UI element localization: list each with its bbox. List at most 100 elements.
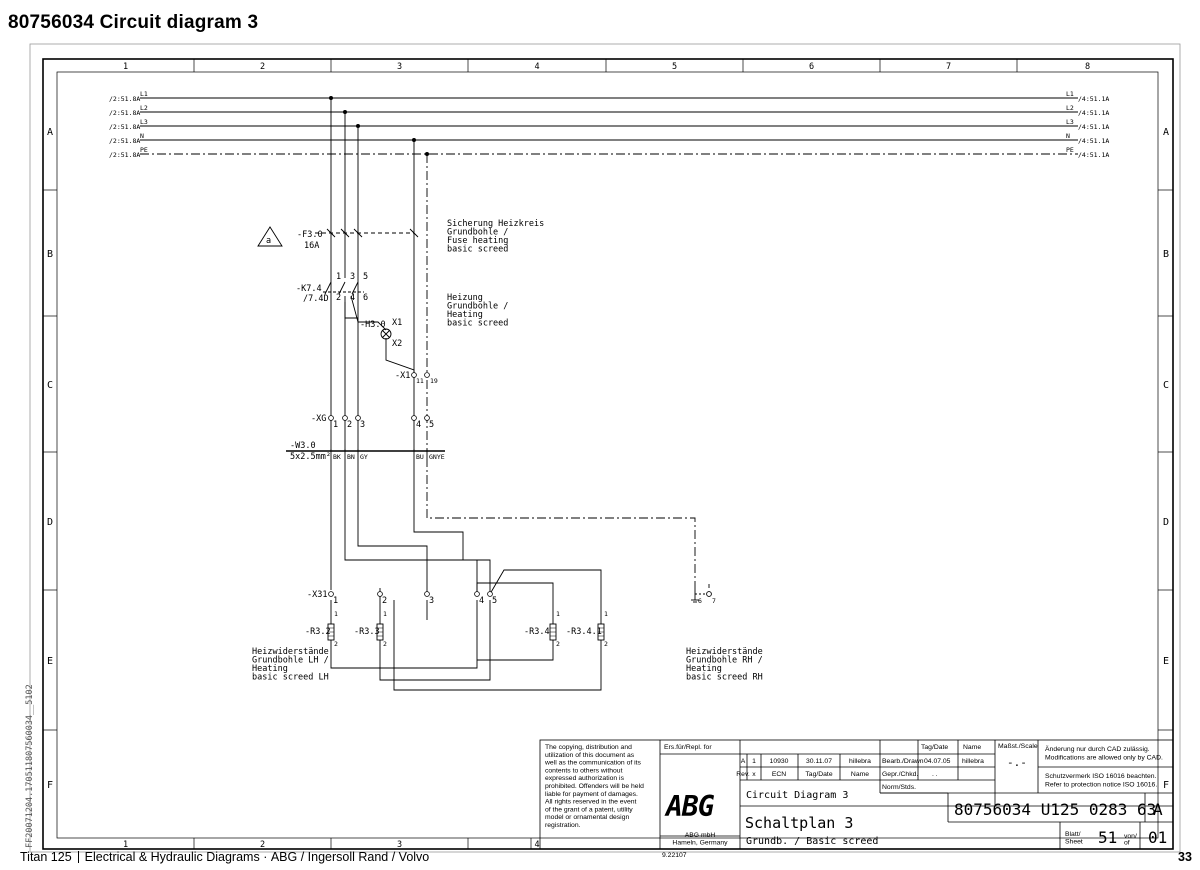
bus-left-label: L1 — [140, 90, 148, 98]
resistor-r34-tag: -R3.4 — [524, 627, 550, 637]
contactor-contacts — [324, 281, 359, 295]
drawing-revision: A — [1153, 800, 1163, 819]
row-marker-right: B — [1163, 249, 1169, 260]
wiring — [315, 98, 696, 691]
copyright-line: prohibited. Offenders will be held — [545, 783, 644, 790]
wire-gy — [357, 458, 428, 594]
scale-label: Maßst./Scale — [998, 743, 1038, 750]
resistor-hatching — [328, 627, 604, 637]
terminal-x31-icons — [328, 591, 493, 597]
terminal-x1-icons — [411, 372, 430, 378]
sheet-label-line: Sheet — [1065, 839, 1083, 846]
resistor-r34-t1: 1 — [556, 610, 560, 618]
column-marker-top: 7 — [946, 62, 951, 72]
row-marker-right: F — [1163, 780, 1169, 791]
wire-r34-return — [477, 640, 554, 661]
title-english: Circuit Diagram 3 — [746, 790, 848, 801]
row-marker-right: A — [1163, 127, 1169, 138]
contactor-terminal-top: 3 — [350, 272, 355, 282]
contactor-description-line: basic screed — [447, 319, 508, 329]
drawn-date: 04.07.05 — [924, 758, 951, 765]
warning-triangle-letter: a — [266, 236, 271, 246]
bus-left-ref: /2:51.8A — [109, 109, 140, 117]
bus-left-ref: /2:51.8A — [109, 123, 140, 131]
terminal-xg-number: 4 — [416, 420, 421, 430]
revision-cell: hillebra — [849, 758, 871, 765]
resistor-r32-tag: -R3.2 — [305, 627, 331, 637]
revision-cell: 10930 — [770, 758, 789, 765]
copyright-line: registration. — [545, 822, 581, 829]
drawing-frame — [42, 58, 1174, 850]
column-marker-top: 8 — [1085, 62, 1090, 72]
ground-icon — [691, 584, 712, 603]
norm-label: Norm/Stds. — [882, 784, 916, 791]
bus-left-label: L2 — [140, 104, 148, 112]
replaces-label: Ers.für/Repl. for — [664, 744, 712, 751]
row-marker-left: E — [47, 656, 53, 667]
resistor-r341-t1: 1 — [604, 610, 608, 618]
row-marker-left: B — [47, 249, 53, 260]
footer-separator — [77, 851, 79, 863]
terminal-xg-number: 1 — [333, 420, 338, 430]
copyright-line: All rights reserved in the event — [545, 799, 637, 806]
terminal-xg-number: 2 — [347, 420, 352, 430]
contactor-description-line: Grundbohle / — [447, 302, 508, 312]
copyright-line: model or ornamental design — [545, 814, 629, 821]
lamp-terminal-2: X2 — [392, 339, 402, 349]
fuse-rating: 16A — [304, 241, 319, 251]
bus-right-ref: /4:51.1A — [1078, 109, 1109, 117]
row-marker-left: F — [47, 780, 53, 791]
wire-bu — [413, 458, 491, 594]
bus-right-label: L2 — [1066, 104, 1074, 112]
right-heater-line: Grundbohle RH / — [686, 656, 763, 666]
junction-dots — [329, 96, 429, 156]
contactor-terminal-top: 1 — [336, 272, 341, 282]
column-marker-top: 1 — [123, 62, 128, 72]
row-marker-left: A — [47, 127, 53, 138]
copyright-line: contents to others without — [545, 767, 623, 774]
bus-left-label: N — [140, 132, 144, 140]
terminal-x31-number: 2 — [382, 596, 387, 606]
drawn-name: hillebra — [962, 758, 984, 765]
contactor-ref: /7.4D — [303, 294, 329, 304]
cad-note-line: Änderung nur durch CAD zulässig. — [1045, 745, 1150, 753]
sheet-outer-border — [29, 43, 1181, 853]
wire-r32-return — [330, 600, 478, 669]
wire-r34-feed — [476, 582, 554, 624]
cable-core-label: BK — [333, 453, 341, 461]
lamp-icon — [380, 328, 392, 340]
bus-right-ref: /4:51.1A — [1078, 123, 1109, 131]
title-block — [539, 739, 1174, 850]
column-marker-bottom: 3 — [397, 840, 402, 850]
terminal-xg-number: 3 — [360, 420, 365, 430]
date-header: Tag/Date — [921, 744, 948, 751]
contactor-description-line: Heizung — [447, 293, 483, 303]
wire-pe-3 — [426, 458, 696, 590]
cad-note: Änderung nur durch CAD zulässig. Modifica… — [1045, 745, 1163, 762]
copyright-line: of the grant of a patent, utility — [545, 806, 633, 813]
fuse-description-line: Grundbohle / — [447, 228, 508, 238]
contactor-description-line: Heating — [447, 310, 483, 320]
cad-note-line: Modifications are allowed only by CAD. — [1045, 755, 1163, 762]
terminal-xg-tag: -XG — [311, 414, 326, 424]
copyright-line: expressed authorization is — [545, 775, 625, 782]
cable-core-label: BU — [416, 453, 424, 461]
terminal-xg-icons — [328, 415, 430, 421]
terminal-x31-tag: -X31 — [307, 590, 327, 600]
cable-core-label: GY — [360, 453, 368, 461]
sheet-label: Blatt/Sheet — [1065, 831, 1083, 846]
page-title: 80756034 Circuit diagram 3 — [8, 12, 259, 33]
left-heater-line: Heating — [252, 664, 288, 674]
column-marker-bottom: 4 — [534, 840, 539, 850]
lamp-terminal-1: X1 — [392, 318, 402, 328]
left-heater-line: basic screed LH — [252, 673, 329, 683]
column-marker-top: 4 — [534, 62, 539, 72]
resistor-r32-t1: 1 — [334, 610, 338, 618]
